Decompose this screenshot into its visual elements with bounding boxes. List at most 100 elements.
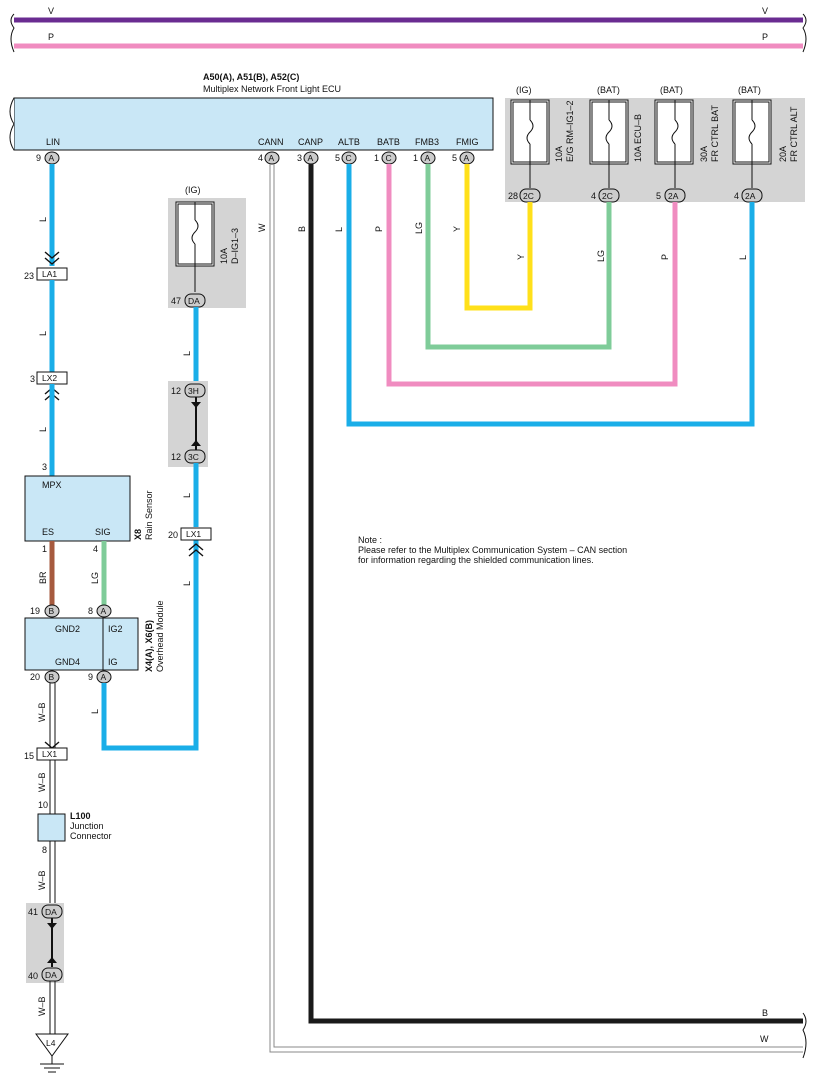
- wire-wb-3: [49, 841, 56, 908]
- note-line-2: for information regarding the shielded c…: [358, 555, 594, 565]
- bus-v-label-right: V: [762, 6, 768, 16]
- note-heading: Note :: [358, 535, 382, 545]
- connector-lx1-top: 20 LX1: [168, 527, 212, 557]
- wire-label-lg-sig: LG: [90, 572, 100, 584]
- overhead-ig: IG: [108, 657, 118, 667]
- fuse-ecub-supply: (BAT): [597, 85, 620, 95]
- wire-lg-fmb3: [425, 164, 612, 350]
- svg-text:3H: 3H: [188, 386, 199, 396]
- wire-l-ig: [101, 540, 199, 751]
- svg-text:41: 41: [28, 907, 38, 917]
- fuse-dig-connector: 47 DA: [171, 293, 206, 308]
- fuse-fralt-connector: 4 2A: [734, 188, 763, 203]
- svg-text:15: 15: [24, 751, 34, 761]
- wire-w-cann: [269, 164, 803, 1053]
- fuse-frbat-name: FR CTRL BAT: [710, 104, 720, 162]
- ecu-terminal-altb: ALTB: [338, 137, 360, 147]
- wire-label-l-altb: L: [334, 227, 344, 232]
- overhead-module-body: [24, 617, 139, 671]
- fuse-frbat-supply: (BAT): [660, 85, 683, 95]
- connector-lx2: 3 LX2: [30, 371, 68, 401]
- wire-label-y-fuse: Y: [516, 254, 526, 260]
- fuse-frbat-rating: 30A: [699, 146, 709, 162]
- svg-text:9: 9: [88, 672, 93, 682]
- svg-text:A: A: [425, 153, 431, 163]
- wire-wb-1: [49, 683, 56, 748]
- wire-label-w-cann: W: [257, 223, 267, 232]
- ecu-code: A50(A), A51(B), A52(C): [203, 72, 299, 82]
- svg-text:28: 28: [508, 191, 518, 201]
- svg-text:20: 20: [168, 530, 178, 540]
- bus-p-label-right: P: [762, 32, 768, 42]
- fuse-fralt-supply: (BAT): [738, 85, 761, 95]
- ecu-pin-batb: 1 C: [374, 151, 397, 165]
- ecu-pin-fmig: 5 A: [452, 151, 475, 165]
- rain-sensor-body: [24, 475, 131, 542]
- rain-sensor-pin-mpx: 3: [42, 462, 47, 472]
- fuse-ecub-rating: 10A ECU–B: [633, 114, 643, 162]
- fuse-eg-connector: 28 2C: [508, 188, 541, 203]
- overhead-name: Overhead Module: [155, 600, 165, 672]
- junction-pin-top: 10: [38, 800, 48, 810]
- fuse-fr-alt-icon: [732, 99, 772, 188]
- svg-text:DA: DA: [45, 970, 57, 980]
- svg-text:4: 4: [591, 191, 596, 201]
- connector-3c: 12 3C: [171, 449, 206, 464]
- svg-text:A: A: [269, 153, 275, 163]
- ecu-name: Multiplex Network Front Light ECU: [203, 84, 341, 94]
- wire-label-l-dig-2: L: [182, 493, 192, 498]
- note-line-1: Please refer to the Multiplex Communicat…: [358, 545, 627, 555]
- overhead-pin-ig: 9 A: [88, 670, 112, 684]
- wire-label-l-ig: L: [90, 709, 100, 714]
- svg-text:B: B: [49, 672, 55, 682]
- junction-arrow-down: [191, 440, 201, 446]
- ground-label: L4: [46, 1038, 56, 1048]
- overhead-pin-ig2: 8 A: [88, 604, 112, 618]
- overhead-gnd2: GND2: [55, 624, 80, 634]
- wire-label-wb-1: W–B: [37, 702, 47, 722]
- svg-text:LX1: LX1: [42, 749, 57, 759]
- ecu-pin-cann: 4 A: [258, 151, 280, 165]
- svg-text:A: A: [49, 153, 55, 163]
- overhead-pin-gnd4: 20 B: [30, 670, 60, 684]
- junction-line2: Connector: [70, 831, 112, 841]
- svg-text:DA: DA: [188, 296, 200, 306]
- connector-da40: 40 DA: [28, 967, 63, 982]
- rain-sensor-es: ES: [42, 527, 54, 537]
- svg-text:23: 23: [24, 271, 34, 281]
- svg-text:DA: DA: [45, 907, 57, 917]
- ecu-pin-lin: 9 A: [36, 151, 60, 165]
- wire-wb-4: [49, 981, 56, 1034]
- svg-text:A: A: [101, 672, 107, 682]
- top-bus-v: V V: [14, 6, 803, 23]
- fuse-fralt-name: FR CTRL ALT: [789, 106, 799, 162]
- wire-y-fmig: [464, 164, 533, 311]
- wire-label-lg-fmb3: LG: [414, 222, 424, 234]
- ecu-pin-altb: 5 C: [335, 151, 357, 165]
- wire-l-altb: [346, 164, 755, 427]
- wire-label-l-lin-1: L: [38, 217, 48, 222]
- junction-da-arrow-up: [47, 923, 57, 929]
- svg-text:40: 40: [28, 971, 38, 981]
- rain-sensor-sig: SIG: [95, 527, 111, 537]
- ecu-terminal-batb: BATB: [377, 137, 400, 147]
- overhead-pin-gnd2: 19 B: [30, 604, 60, 618]
- wire-w-cann-inner: [273, 164, 803, 1048]
- overhead-code: X4(A), X6(B): [144, 620, 154, 672]
- connector-3h: 12 3H: [171, 383, 206, 398]
- junction-connector-body: [37, 813, 66, 842]
- svg-text:2A: 2A: [745, 191, 756, 201]
- wire-label-p-batb: P: [374, 226, 384, 232]
- svg-text:3: 3: [297, 153, 302, 163]
- svg-text:12: 12: [171, 386, 181, 396]
- ecu-terminal-fmig: FMIG: [456, 137, 479, 147]
- fuse-fralt-rating: 20A: [778, 146, 788, 162]
- svg-text:LX1: LX1: [186, 529, 201, 539]
- top-bus-p: P P: [14, 32, 803, 49]
- junction-da-arrow-down: [47, 957, 57, 963]
- fuse-eg-rating: 10A: [554, 146, 564, 162]
- ecu-pin-canp: 3 A: [297, 151, 319, 165]
- svg-text:A: A: [308, 153, 314, 163]
- junction-line1: Junction: [70, 821, 104, 831]
